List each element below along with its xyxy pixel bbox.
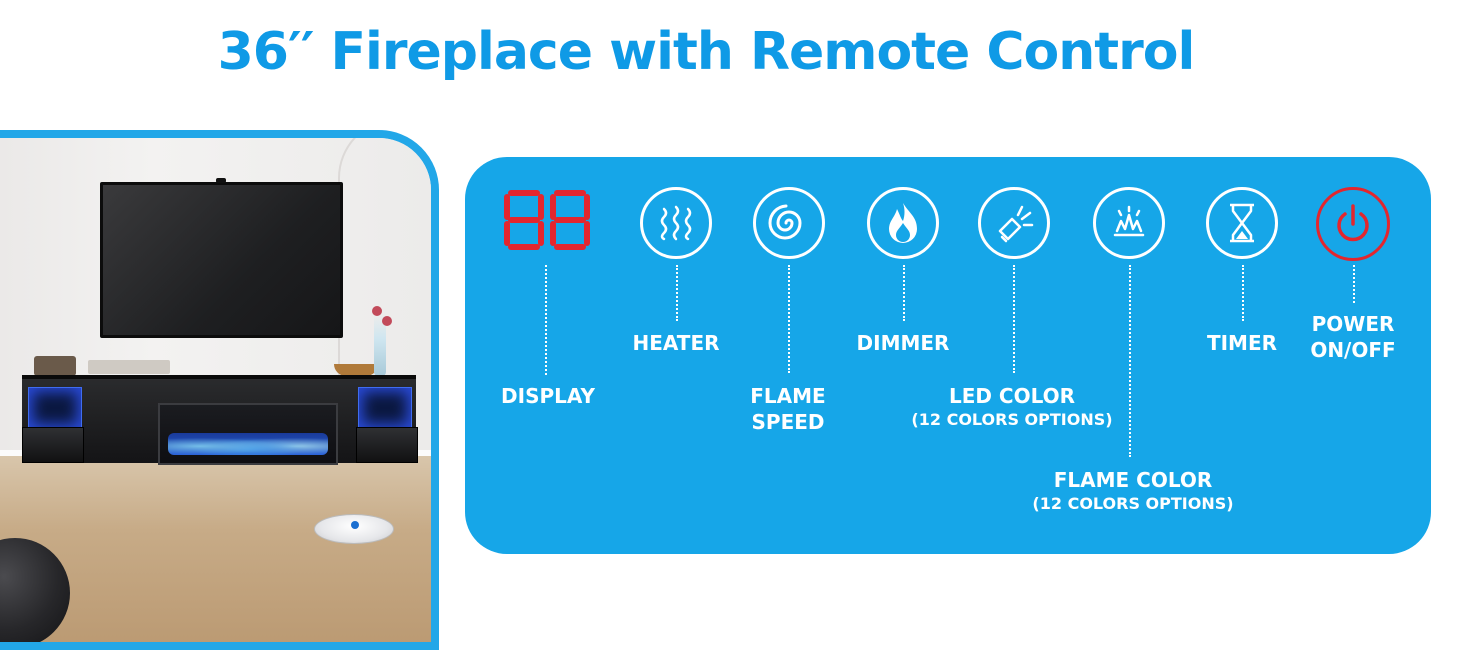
feature-sublabel: (12 COLORS OPTIONS) (911, 410, 1113, 429)
spiral-icon (753, 187, 825, 259)
feature-label-line: LED COLOR (948, 384, 1076, 408)
photo-vase (374, 314, 386, 376)
heater-connector-line (676, 265, 678, 321)
seven-segment-88-icon (504, 190, 590, 250)
photo-led-shelf-right (358, 387, 412, 429)
photo-flower (372, 306, 382, 316)
feature-label: DIMMER (856, 331, 950, 355)
photo-fruit-bowl (334, 364, 378, 376)
feature-label: HEATER (632, 331, 720, 355)
photo-tv-camera (216, 178, 226, 183)
light-beam-icon (978, 187, 1050, 259)
heat-waves-icon (640, 187, 712, 259)
feature-label: FLAME COLOR (12 COLORS OPTIONS) (1013, 467, 1253, 515)
flame-color-connector-line (1129, 265, 1131, 457)
photo-door-left (22, 427, 84, 463)
feature-label: FLAME SPEED (729, 383, 847, 435)
display-connector-line (545, 265, 547, 375)
feature-label-line: SPEED (751, 410, 825, 434)
power-icon (1316, 187, 1390, 261)
feature-label: LED COLOR (12 COLORS OPTIONS) (892, 383, 1132, 431)
feature-label-line: POWER (1311, 312, 1395, 336)
timer-connector-line (1242, 265, 1244, 321)
feature-label-line: ON/OFF (1310, 338, 1396, 362)
feature-label-line: FLAME COLOR (1053, 468, 1213, 492)
photo-tv (100, 182, 343, 338)
photo-media-console (22, 375, 418, 465)
photo-door-right (356, 427, 418, 463)
page-title: 36′′ Fireplace with Remote Control (217, 22, 1196, 82)
photo-fireplace (158, 403, 338, 465)
flame-burst-icon (1093, 187, 1165, 259)
feature-label: DISPLAY (501, 384, 595, 408)
photo-decor-box (88, 360, 170, 374)
feature-label-line: FLAME (750, 384, 826, 408)
led-color-connector-line (1013, 265, 1015, 373)
product-photo (0, 130, 439, 650)
photo-blue-flames (168, 433, 328, 455)
photo-floor (0, 453, 431, 642)
dimmer-connector-line (903, 265, 905, 321)
flame-speed-connector-line (788, 265, 790, 373)
photo-robot-vacuum (314, 514, 394, 544)
feature-label: POWER ON/OFF (1294, 311, 1412, 363)
hourglass-icon (1206, 187, 1278, 259)
photo-radio (34, 356, 76, 376)
photo-led-shelf-left (28, 387, 82, 429)
power-connector-line (1353, 265, 1355, 303)
remote-features-panel: DISPLAY HEATER FLAME SPEED DIMMER (465, 157, 1431, 554)
feature-label: TIMER (1206, 331, 1278, 355)
flame-icon (867, 187, 939, 259)
feature-sublabel: (12 COLORS OPTIONS) (1032, 494, 1234, 513)
photo-flower (382, 316, 392, 326)
